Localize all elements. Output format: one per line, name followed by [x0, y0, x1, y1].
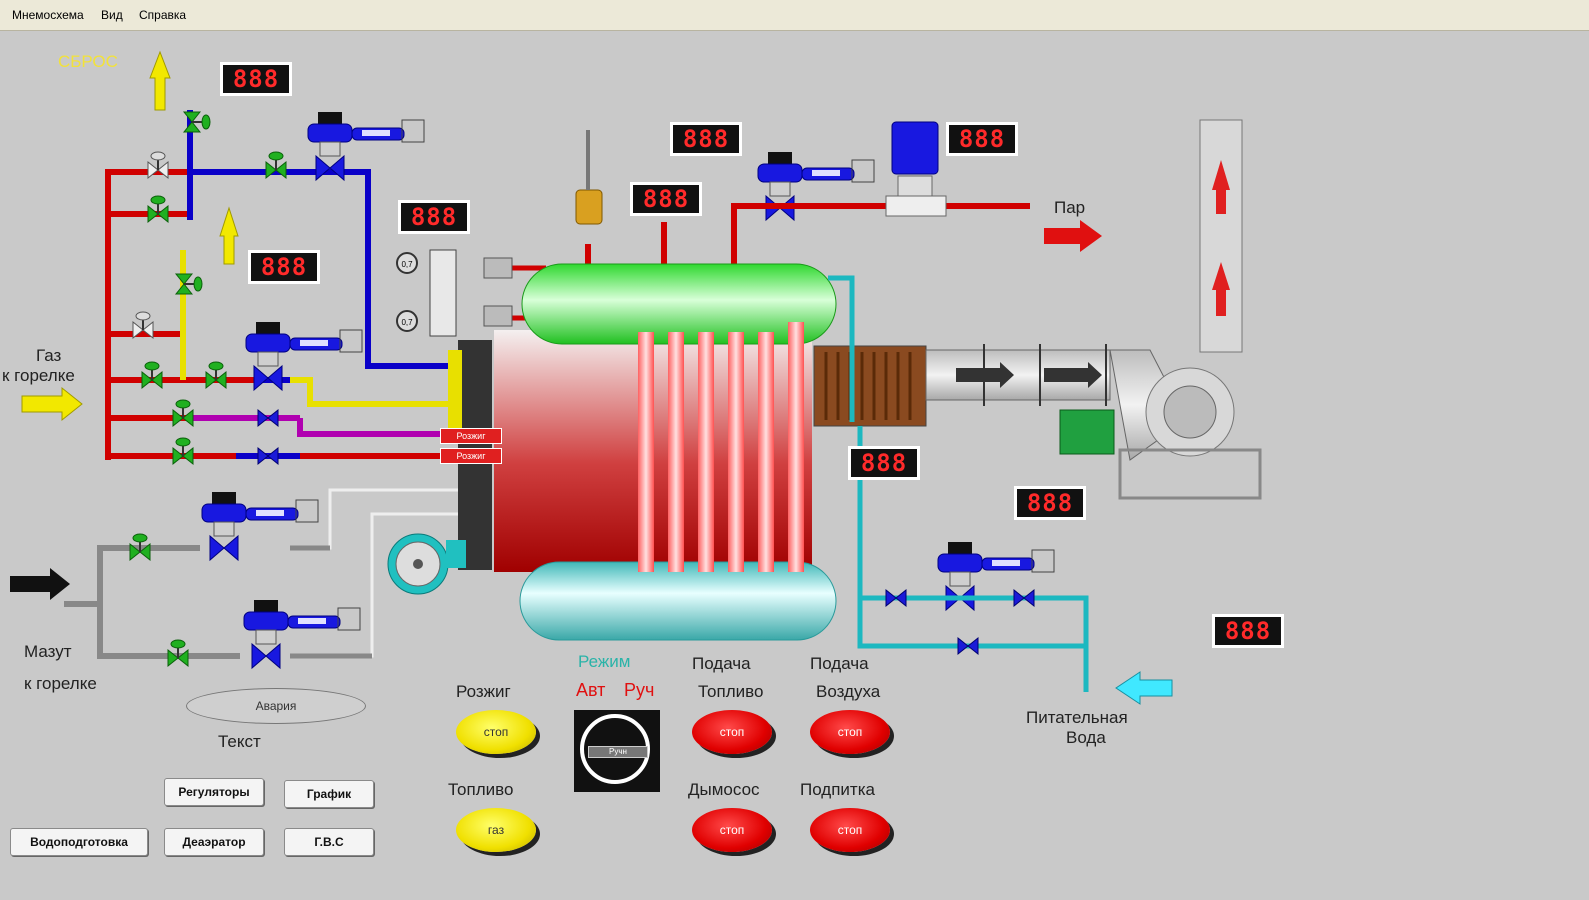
hot-water-button[interactable]: Г.В.С: [284, 828, 374, 856]
display-steam-valve: 888: [670, 122, 742, 156]
label-sbros: СБРОС: [58, 52, 118, 71]
label-makeup: Подпитка: [800, 780, 875, 799]
menu-view[interactable]: Вид: [101, 8, 123, 22]
label-exhauster: Дымосос: [688, 780, 760, 799]
pressure-gauge-1: 0,7: [396, 252, 418, 274]
label-feedwater-2: Вода: [1066, 728, 1106, 747]
label-ignition: Розжиг: [456, 682, 511, 701]
riser-tubes: [638, 322, 804, 572]
display-blue-line: 888: [398, 200, 470, 234]
alarm-indicator: Авария: [186, 688, 366, 724]
display-feedwater-valve: 888: [1014, 486, 1086, 520]
label-steam: Пар: [1054, 198, 1086, 217]
mode-knob-indicator: Ручн: [588, 746, 648, 758]
ignition-stop-button[interactable]: стоп: [456, 710, 536, 754]
label-mode: Режим: [578, 652, 631, 671]
label-gas: Газ: [36, 346, 62, 365]
label-fuel-supply-2: Топливо: [698, 682, 764, 701]
chart-button[interactable]: График: [284, 780, 374, 808]
ignition-tag-2: Розжиг: [440, 448, 502, 464]
mazut-piping: [64, 488, 470, 659]
mode-knob-ring: [580, 714, 650, 784]
deaerator-button[interactable]: Деаэратор: [164, 828, 264, 856]
label-mazut: Мазут: [24, 642, 72, 661]
display-steam-flow: 888: [946, 122, 1018, 156]
pressure-gauge-2: 0,7: [396, 310, 418, 332]
menu-mnemoscheme[interactable]: Мнемосхема: [12, 8, 84, 22]
display-drum-pressure: 888: [630, 182, 702, 216]
label-mazut-to-burner: к горелке: [24, 674, 97, 693]
display-economizer-temp: 888: [848, 446, 920, 480]
makeup-stop-button[interactable]: стоп: [810, 808, 890, 852]
water-drum: [519, 561, 837, 641]
chimney: [1199, 119, 1243, 353]
menu-bar: Мнемосхема Вид Справка: [0, 0, 1589, 31]
gas-piping: [105, 110, 458, 460]
display-feedwater-flow: 888: [1212, 614, 1284, 648]
label-text: Текст: [218, 732, 261, 751]
water-treatment-button[interactable]: Водоподготовка: [10, 828, 148, 856]
fuel-gas-button[interactable]: газ: [456, 808, 536, 852]
regulators-button[interactable]: Регуляторы: [164, 778, 264, 806]
label-fuel: Топливо: [448, 780, 514, 799]
menu-help[interactable]: Справка: [139, 8, 187, 22]
label-gas-to-burner: к горелке: [2, 366, 75, 385]
display-gas-pressure-2: 888: [248, 250, 320, 284]
label-air-supply-1: Подача: [810, 654, 869, 673]
label-feedwater-1: Питательная: [1026, 708, 1128, 727]
label-air-supply-2: Воздуха: [816, 682, 881, 701]
air-supply-stop-button[interactable]: стоп: [810, 710, 890, 754]
fuel-supply-stop-button[interactable]: стоп: [692, 710, 772, 754]
economizer: [813, 345, 927, 427]
ignition-tag-1: Розжиг: [440, 428, 502, 444]
label-fuel-supply-1: Подача: [692, 654, 751, 673]
actuator-steam[interactable]: [757, 151, 875, 221]
exhauster-stop-button[interactable]: стоп: [692, 808, 772, 852]
label-auto: Авт: [576, 680, 606, 700]
label-manual: Руч: [624, 680, 655, 700]
mode-selector-knob[interactable]: Ручн: [574, 710, 660, 792]
display-gas-pressure-1: 888: [220, 62, 292, 96]
